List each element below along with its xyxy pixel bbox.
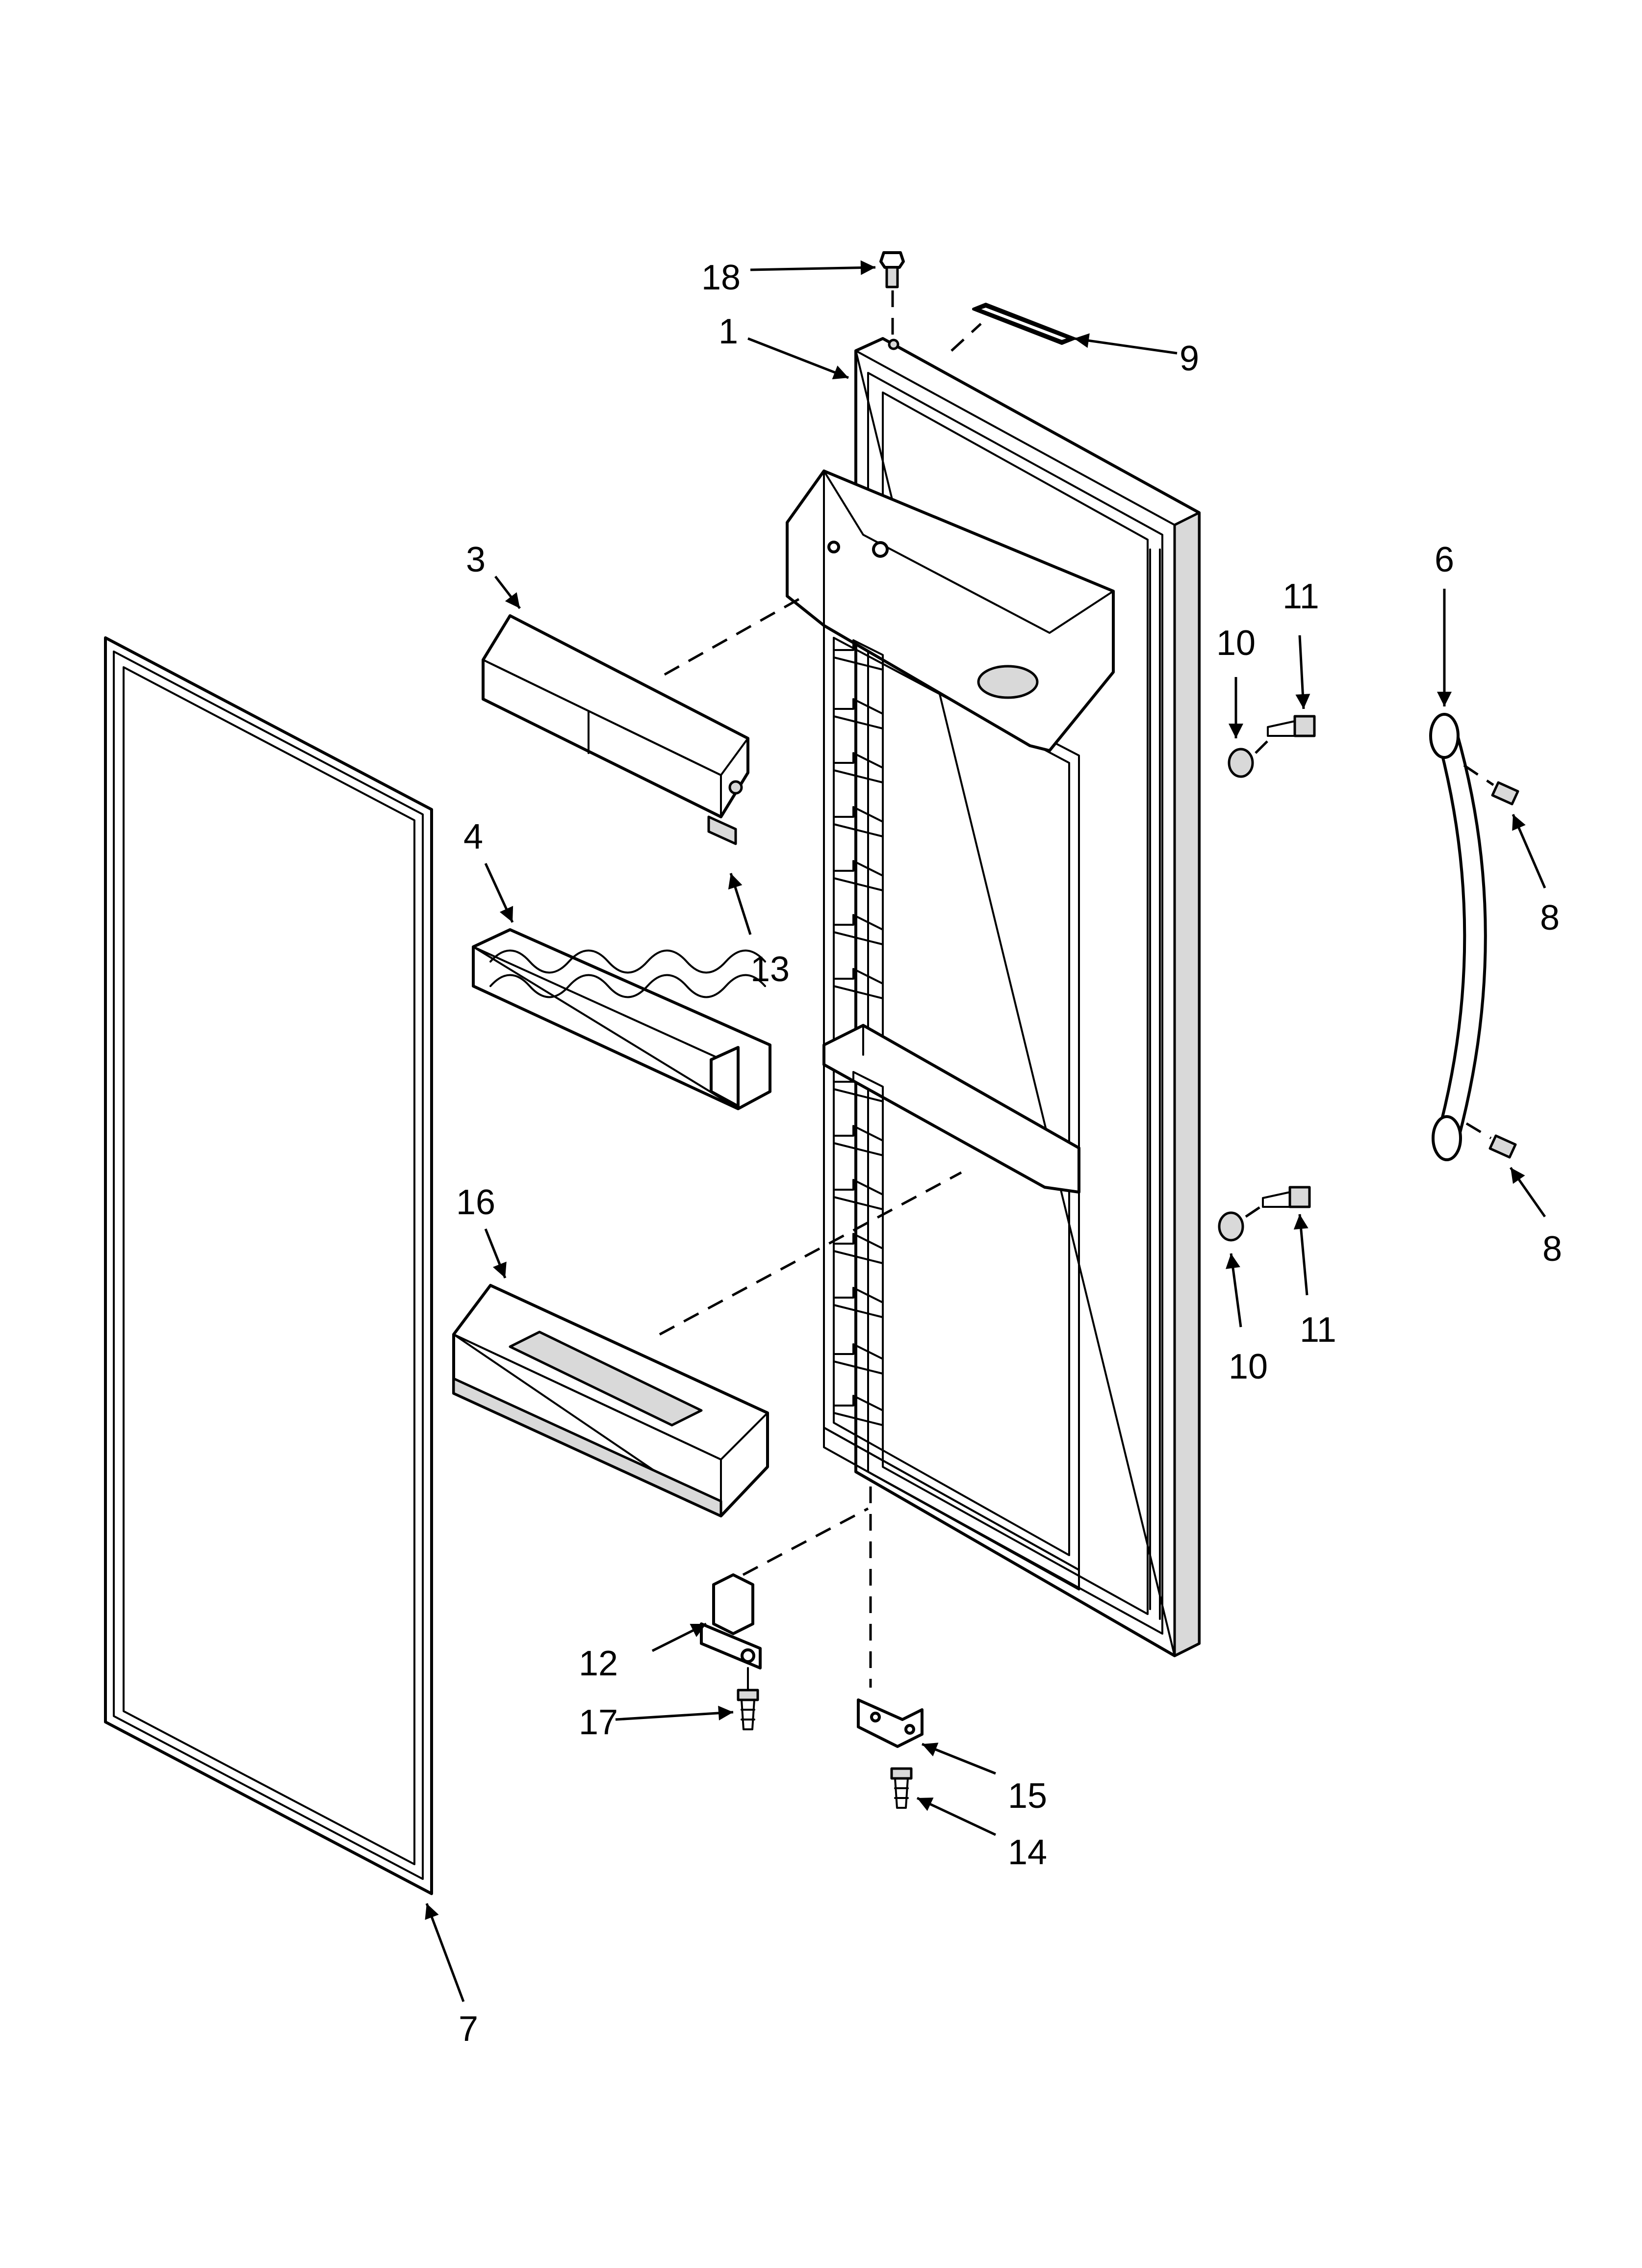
- callout-4: 4: [463, 817, 483, 857]
- callout-15: 15: [1008, 1776, 1047, 1816]
- callout-18: 18: [701, 258, 741, 297]
- liner-top-housing: [786, 469, 1115, 752]
- callout-17: 17: [579, 1703, 618, 1742]
- handle-mount-screw: [1262, 715, 1316, 1208]
- callout-16: 16: [456, 1183, 495, 1222]
- callout-13: 13: [750, 950, 790, 989]
- callout-3: 3: [466, 540, 486, 579]
- liner-shelf-clips: [833, 639, 884, 1426]
- callout-8a: 8: [1540, 898, 1560, 938]
- callout-11a: 11: [1283, 577, 1319, 616]
- door-label: [972, 303, 1076, 345]
- callout-6: 6: [1435, 540, 1454, 579]
- hinge-screw: [737, 1689, 759, 1730]
- bracket-screw: [890, 1767, 913, 1809]
- callout-8b: 8: [1542, 1229, 1562, 1269]
- callout-7: 7: [459, 2009, 478, 2049]
- handle-spacer: [1218, 748, 1254, 1242]
- liner-mid-ledge: [822, 1024, 1080, 1194]
- door-gasket: [104, 636, 433, 1895]
- callout-11b: 11: [1300, 1310, 1336, 1350]
- top-hinge-plug: [879, 251, 905, 288]
- leader-lines: [425, 260, 1546, 2002]
- hinge-bracket: [857, 1698, 924, 1748]
- callout-10b: 10: [1229, 1347, 1268, 1386]
- liner-seal-ribs: [1149, 548, 1161, 1620]
- door-bin: [452, 1284, 769, 1517]
- callout-14: 14: [1008, 1833, 1047, 1872]
- callout-12: 12: [579, 1644, 618, 1683]
- callout-1: 1: [718, 312, 738, 351]
- callout-10a: 10: [1216, 624, 1256, 663]
- callout-labels: 18 1 9 3 13 4 16 7 6 8 8 10 11 10 11 12 …: [456, 258, 1562, 2049]
- callout-9: 9: [1180, 339, 1199, 378]
- ice-bin: [472, 928, 771, 1110]
- dispenser-cover: [482, 614, 749, 845]
- door-handle: [1429, 713, 1487, 1161]
- door-liner: [786, 337, 1201, 1657]
- handle-set-screw: [1488, 781, 1519, 1159]
- bottom-hinge: [700, 1573, 762, 1669]
